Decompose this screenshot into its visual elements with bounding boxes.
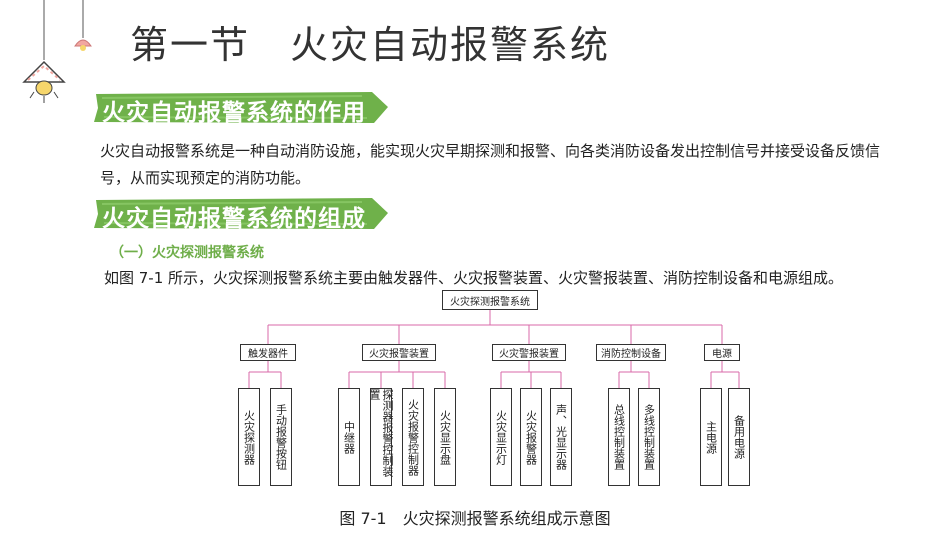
- leaf-box: 探测器报警控制装置: [368, 388, 394, 486]
- section-banner-composition: 火灾自动报警系统的组成: [92, 196, 392, 232]
- leaf-box: 火灾显示灯: [490, 388, 512, 486]
- function-paragraph: 火灾自动报警系统是一种自动消防设施，能实现火灾早期探测和报警、向各类消防设备发出…: [100, 142, 881, 187]
- section-banner-function: 火灾自动报警系统的作用: [92, 90, 392, 126]
- leaf-box: 备用电源: [728, 388, 750, 486]
- diagram-root-box: 火灾探测报警系统: [442, 290, 538, 310]
- section-heading: 火灾自动报警系统的作用: [102, 100, 366, 126]
- hanging-lamp-icon: [22, 0, 92, 103]
- subheading: （一）火灾探测报警系统: [110, 245, 264, 261]
- group-box-control-equipment: 消防控制设备: [596, 344, 666, 361]
- leaf-box: 火灾报警器: [520, 388, 542, 486]
- hanging-lamp-decoration: [0, 0, 120, 110]
- group-box-trigger: 触发器件: [240, 344, 296, 361]
- leaf-box: 中继器: [338, 388, 360, 486]
- leaf-box: 多线控制装置: [638, 388, 660, 486]
- leaf-box: 火灾报警控制器: [402, 388, 424, 486]
- page-title: 第一节 火灾自动报警系统: [130, 23, 611, 67]
- leaf-box: 手动报警按钮: [270, 388, 292, 486]
- composition-paragraph: 如图 7-1 所示，火灾探测报警系统主要由触发器件、火灾报警装置、火灾警报装置、…: [104, 269, 844, 287]
- system-composition-diagram: 火灾探测报警系统 触发器件 火灾报警装置 火灾警报装置 消防控制设备 电源 火灾…: [230, 288, 750, 500]
- banner-brush-shape: [94, 92, 388, 123]
- section-heading: 火灾自动报警系统的组成: [102, 206, 366, 232]
- leaf-box: 声、光显示器: [550, 388, 572, 486]
- leaf-box: 主电源: [700, 388, 722, 486]
- banner-brush-shape: [94, 198, 388, 229]
- leaf-box: 火灾探测器: [238, 388, 260, 486]
- group-box-warning-device: 火灾警报装置: [492, 344, 566, 361]
- leaf-box: 总线控制装置: [608, 388, 630, 486]
- group-box-alarm-device: 火灾报警装置: [362, 344, 436, 361]
- diagram-connectors: [248, 310, 740, 388]
- group-box-power: 电源: [704, 344, 740, 361]
- leaf-box: 火灾显示盘: [434, 388, 456, 486]
- diagram-caption: 图 7-1 火灾探测报警系统组成示意图: [339, 509, 611, 528]
